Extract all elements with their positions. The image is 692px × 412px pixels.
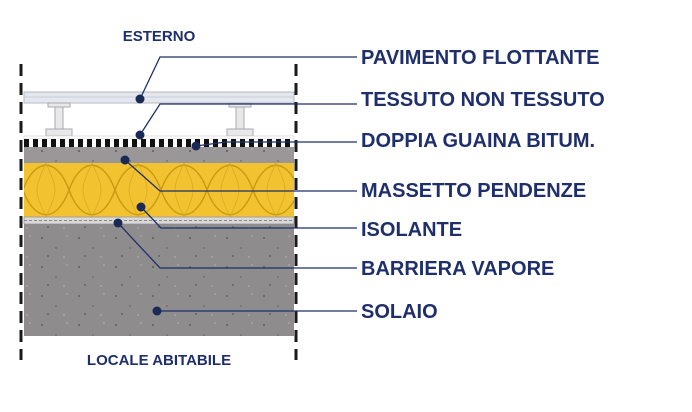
non-woven-fabric-layer	[23, 135, 295, 140]
leader-dot	[135, 94, 145, 104]
leader-line-guaina	[195, 141, 357, 147]
outside-label: ESTERNO	[123, 28, 196, 45]
living-space-label: LOCALE ABITABILE	[87, 352, 231, 369]
leader-dots	[113, 94, 201, 316]
screed-layer	[24, 147, 294, 163]
layer-label-massetto: MASSETTO PENDENZE	[361, 180, 586, 202]
leader-line-isolante	[140, 206, 357, 229]
floating-floor-layer	[23, 91, 295, 137]
leader-line-tessuto	[139, 103, 357, 136]
leader-line-pavimento	[139, 56, 357, 100]
leader-line-barriera	[117, 222, 357, 269]
leader-dot	[135, 130, 145, 140]
layer-label-pavimento: PAVIMENTO FLOTTANTE	[361, 47, 600, 69]
slab-layer	[24, 224, 294, 336]
leader-dot	[136, 202, 146, 212]
leader-lines	[117, 56, 357, 312]
layer-label-isolante: ISOLANTE	[361, 219, 462, 241]
leader-dot	[120, 155, 130, 165]
layer-label-solaio: SOLAIO	[361, 301, 438, 323]
leader-dot	[191, 141, 201, 151]
leader-line-massetto	[124, 159, 357, 192]
leader-dot	[113, 218, 123, 228]
leader-dot	[152, 306, 162, 316]
floor-support-pedestal	[226, 102, 254, 137]
layer-label-tessuto: TESSUTO NON TESSUTO	[361, 89, 605, 111]
bitumen-membrane-layer	[24, 139, 294, 147]
floor-support-pedestal	[45, 102, 73, 137]
layer-label-barriera: BARRIERA VAPORE	[361, 258, 554, 280]
layer-label-guaina: DOPPIA GUAINA BITUM.	[361, 130, 595, 152]
